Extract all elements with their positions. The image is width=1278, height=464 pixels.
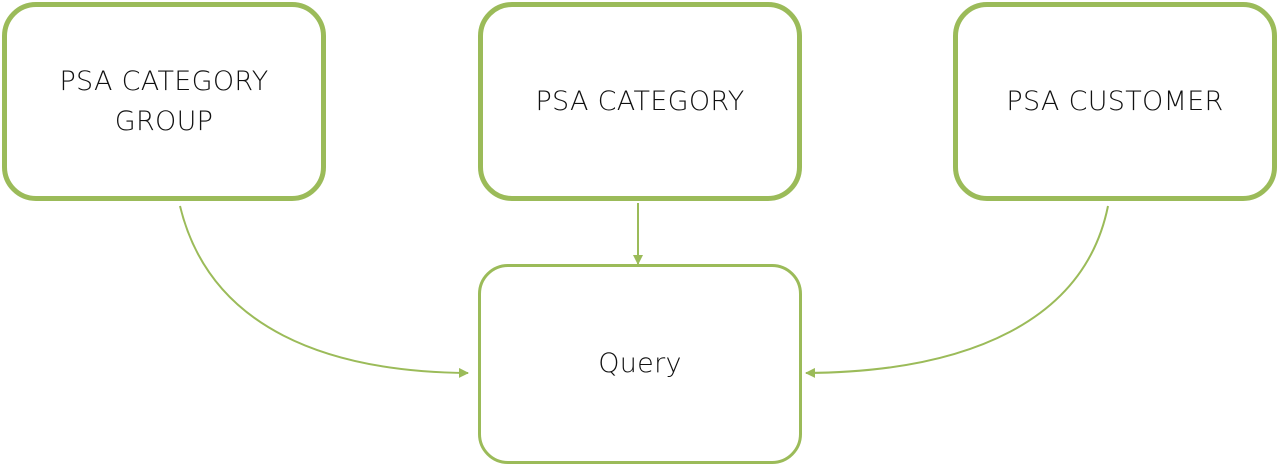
node-label: PSA CUSTOMER bbox=[1006, 85, 1224, 117]
node-label: PSA CATEGORY bbox=[535, 85, 745, 117]
edge-category-group-to-query bbox=[179, 205, 469, 378]
node-psa-category[interactable]: PSA CATEGORY bbox=[478, 2, 802, 201]
node-query[interactable]: Query bbox=[478, 264, 802, 464]
node-label: Query bbox=[598, 348, 682, 379]
node-psa-customer[interactable]: PSA CUSTOMER bbox=[953, 2, 1277, 201]
node-psa-category-group[interactable]: PSA CATEGORY GROUP bbox=[2, 2, 326, 201]
node-label: PSA CATEGORY GROUP bbox=[59, 65, 269, 137]
edge-customer-to-query bbox=[805, 205, 1109, 378]
